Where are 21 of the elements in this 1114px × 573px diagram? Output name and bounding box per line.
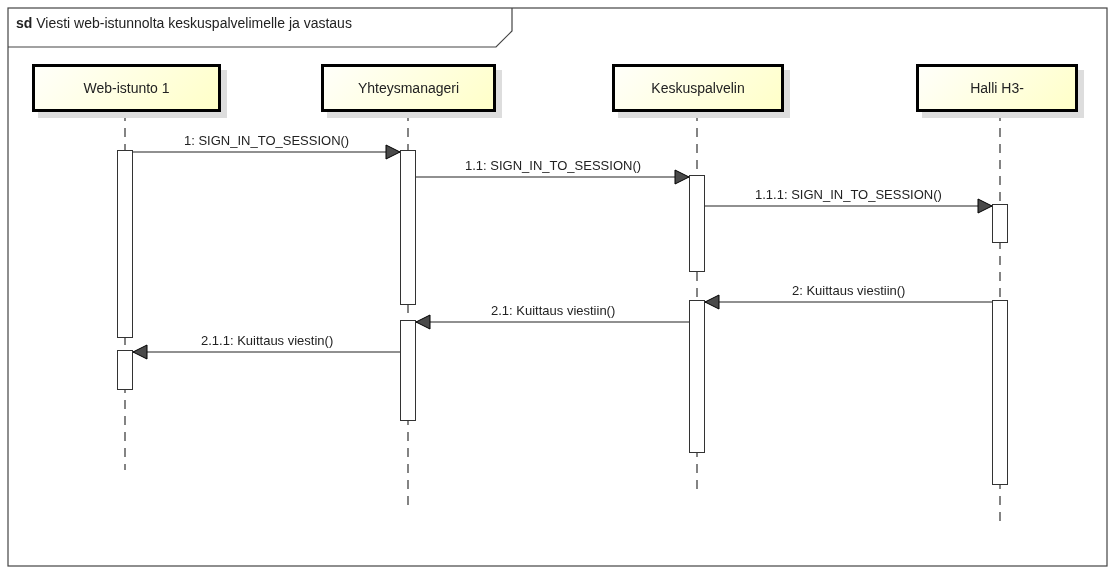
activation-bar — [689, 175, 705, 272]
activation-bar — [689, 300, 705, 453]
message-label: 2.1: Kuittaus viestiin() — [490, 303, 617, 318]
message-arrow — [415, 169, 690, 185]
message-arrow — [704, 294, 993, 310]
activation-bar — [117, 350, 133, 390]
message-label: 2.1.1: Kuittaus viestin() — [200, 333, 335, 348]
activation-bar — [400, 320, 416, 421]
message-arrow — [415, 314, 690, 330]
activation-bar — [992, 300, 1008, 485]
message-label: 2: Kuittaus viestiin() — [791, 283, 907, 298]
message-arrow — [132, 344, 401, 360]
message-label: 1.1.1: SIGN_IN_TO_SESSION() — [754, 187, 943, 202]
message-arrow — [132, 144, 401, 160]
activation-bar — [992, 204, 1008, 243]
message-label: 1.1: SIGN_IN_TO_SESSION() — [464, 158, 643, 173]
message-arrow — [704, 198, 993, 214]
message-label: 1: SIGN_IN_TO_SESSION() — [183, 133, 351, 148]
frame-title: sd Viesti web-istunnolta keskuspalvelimelle ja vastaus — [16, 15, 352, 31]
activation-bar — [400, 150, 416, 305]
activation-bar — [117, 150, 133, 338]
